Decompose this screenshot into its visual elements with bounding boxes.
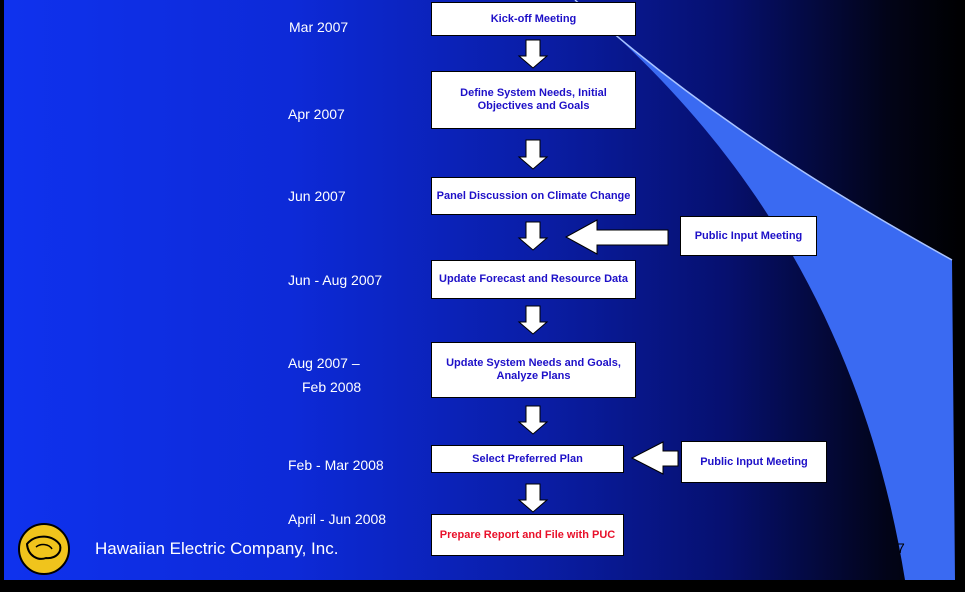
down-arrow-4: [517, 305, 549, 335]
swoosh-edge-line: [574, 0, 953, 261]
company-logo: [18, 523, 70, 575]
date-label: Jun 2007: [288, 188, 346, 204]
date-label: Apr 2007: [288, 106, 345, 122]
date-label: Mar 2007: [289, 19, 349, 35]
step-update-forecast: Update Forecast and Resource Data: [431, 260, 636, 299]
company-name: Hawaiian Electric Company, Inc.: [95, 539, 339, 558]
down-arrow-1: [517, 39, 549, 69]
down-arrow-6: [517, 483, 549, 513]
left-arrow-1: [564, 219, 669, 255]
step-prepare-report: Prepare Report and File with PUC: [431, 514, 624, 556]
down-arrow-2: [517, 139, 549, 170]
down-arrow-3: [517, 221, 549, 251]
date-label: Feb - Mar 2008: [288, 457, 384, 473]
step-update-system-needs: Update System Needs and Goals, Analyze P…: [431, 342, 636, 398]
date-label: Jun - Aug 2007: [288, 272, 383, 288]
step-panel-discussion: Panel Discussion on Climate Change: [431, 177, 636, 215]
date-label: April - Jun 2008: [288, 511, 387, 527]
public-input-meeting-box: Public Input Meeting: [680, 216, 817, 256]
left-arrow-2: [630, 441, 679, 475]
down-arrow-5: [517, 405, 549, 435]
swoosh-shape: [575, 0, 955, 580]
date-label: Feb 2008: [302, 379, 362, 395]
step-define-system-needs: Define System Needs, Initial Objectives …: [431, 71, 636, 129]
page-number: 7: [897, 540, 905, 556]
step-select-preferred-plan: Select Preferred Plan: [431, 445, 624, 473]
public-input-meeting-box: Public Input Meeting: [681, 441, 827, 483]
step-kickoff-meeting: Kick-off Meeting: [431, 2, 636, 36]
date-label: Aug 2007 –: [288, 355, 360, 371]
